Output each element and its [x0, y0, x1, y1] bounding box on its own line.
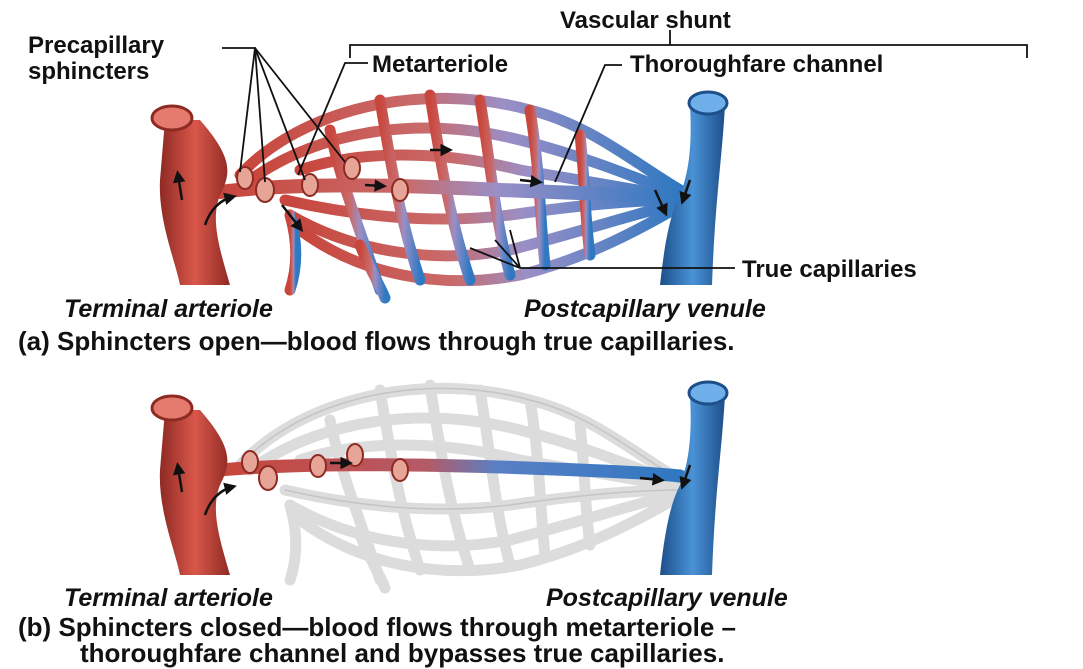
capillary-network-closed [240, 385, 680, 588]
label-postcapillary-venule-a: Postcapillary venule [524, 296, 766, 322]
panel-b [152, 382, 727, 588]
venule-opening-b [689, 382, 727, 404]
label-terminal-arteriole-b: Terminal arteriole [64, 585, 273, 611]
caption-a-rest: —blood flows through true capillaries. [261, 326, 735, 356]
caption-b-letter: (b) [18, 612, 51, 642]
caption-a-letter: (a) [18, 326, 50, 356]
label-postcapillary-venule-b: Postcapillary venule [546, 585, 788, 611]
arteriole-opening-a [152, 106, 192, 130]
label-precapillary: Precapillary [28, 33, 164, 59]
caption-a: (a) Sphincters open—blood flows through … [18, 326, 735, 356]
label-vascular-shunt: Vascular shunt [560, 8, 731, 34]
label-terminal-arteriole-a: Terminal arteriole [64, 296, 273, 322]
arteriole-opening-b [152, 396, 192, 420]
label-thoroughfare-channel: Thoroughfare channel [630, 52, 883, 78]
label-sphincters: sphincters [28, 59, 149, 85]
caption-b-line-2: thoroughfare channel and bypasses true c… [80, 638, 724, 668]
label-true-capillaries: True capillaries [742, 257, 917, 283]
label-metarteriole: Metarteriole [372, 52, 508, 78]
venule-opening-a [689, 92, 727, 114]
caption-a-bold: Sphincters open [57, 326, 261, 356]
